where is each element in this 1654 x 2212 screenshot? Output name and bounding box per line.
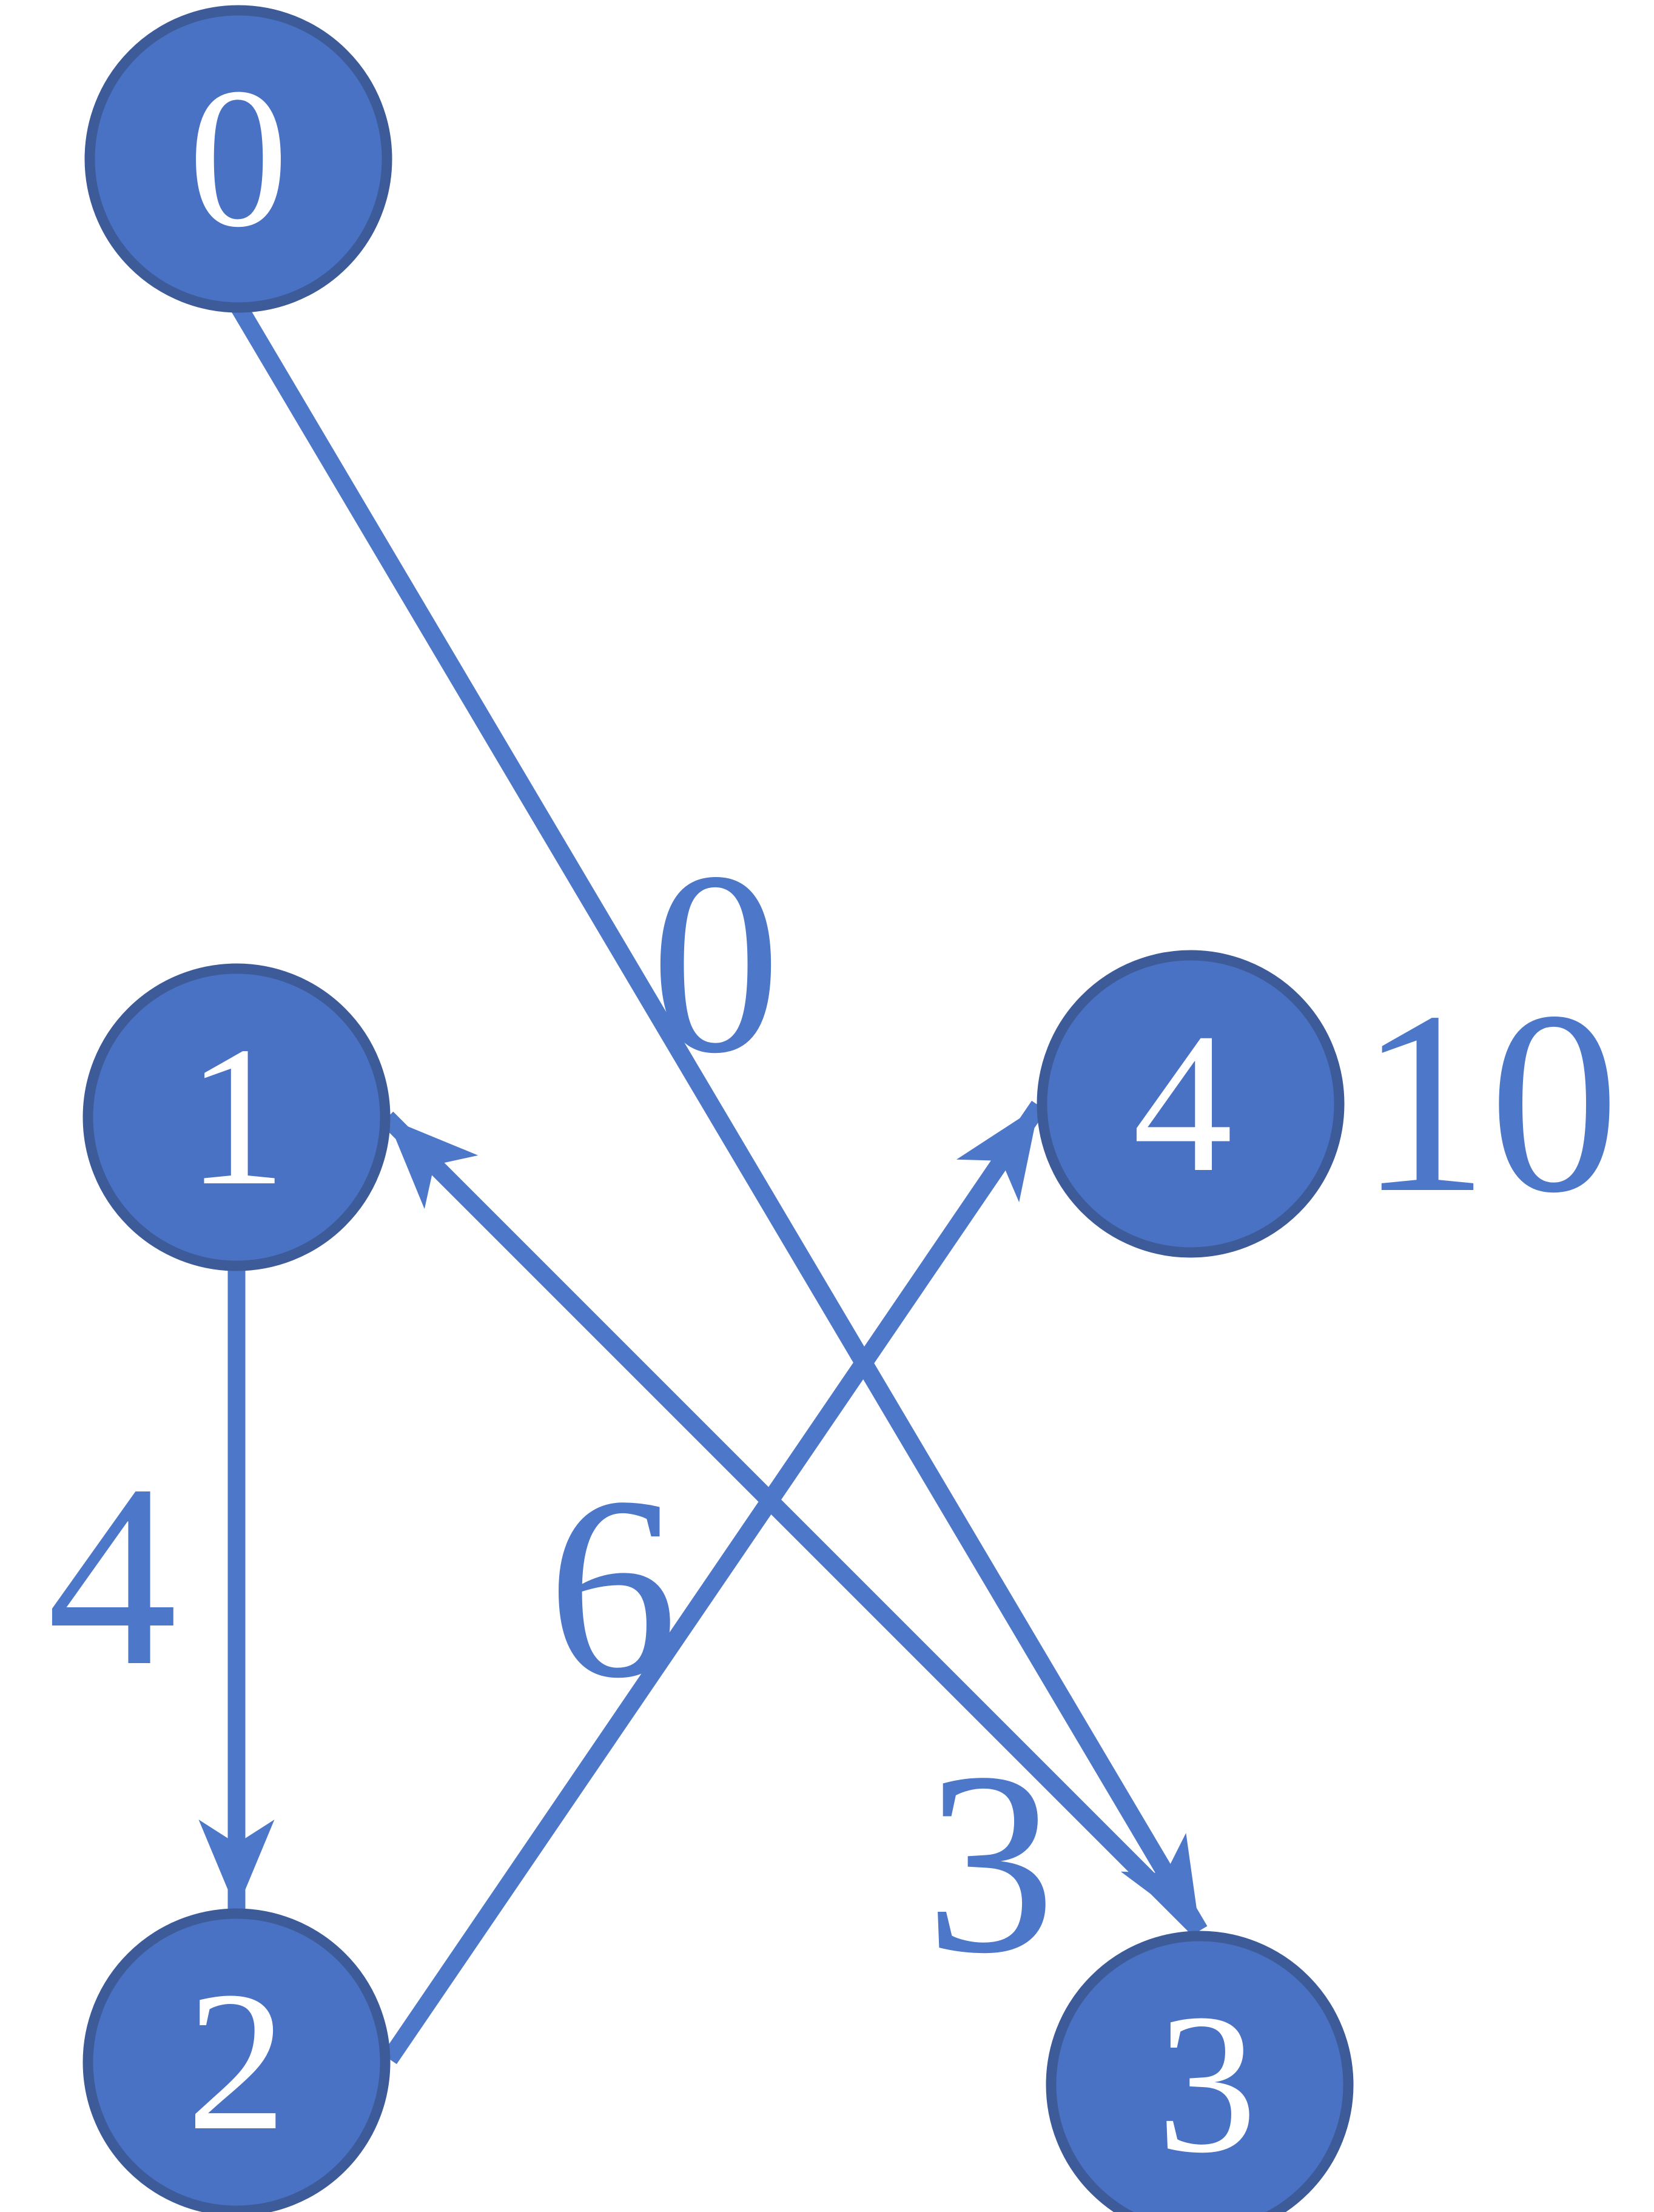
node-2-circle: [82, 1908, 391, 2212]
edge-2-4: [382, 1100, 1046, 2065]
edges-layer: [198, 301, 1208, 2065]
edge-weight-0-3: 0: [651, 819, 781, 1108]
node-2: 2: [82, 1908, 391, 2212]
edge-3-1: [380, 1111, 1205, 1935]
node-4-circle: [1037, 950, 1345, 1258]
edge-weight-1-2: 4: [47, 1431, 178, 1720]
edge-weight-3-1: 3: [926, 1719, 1056, 2008]
node-4-distance-annotation: 10: [1359, 958, 1619, 1247]
node-2-label: 2: [187, 1951, 287, 2172]
node-1: 1: [82, 963, 391, 1271]
node-4: 4: [1037, 950, 1345, 1258]
node-0-label: 0: [189, 47, 289, 269]
node-3: 3: [1046, 1931, 1354, 2212]
node-0: 0: [84, 5, 392, 313]
node-4-label: 4: [1133, 992, 1233, 1214]
node-1-circle: [82, 963, 391, 1271]
edge-0-3: [230, 301, 1208, 1935]
nodes-layer: 0 1 2 3 4: [82, 5, 1354, 2212]
node-3-label: 3: [1157, 1973, 1257, 2194]
edge-weight-2-4: 6: [548, 1444, 678, 1732]
node-0-circle: [84, 5, 392, 313]
node-3-circle: [1046, 1931, 1354, 2212]
edge-weights-layer: 0 4 6 3: [47, 819, 1056, 2008]
node-1-label: 1: [187, 1006, 287, 1227]
